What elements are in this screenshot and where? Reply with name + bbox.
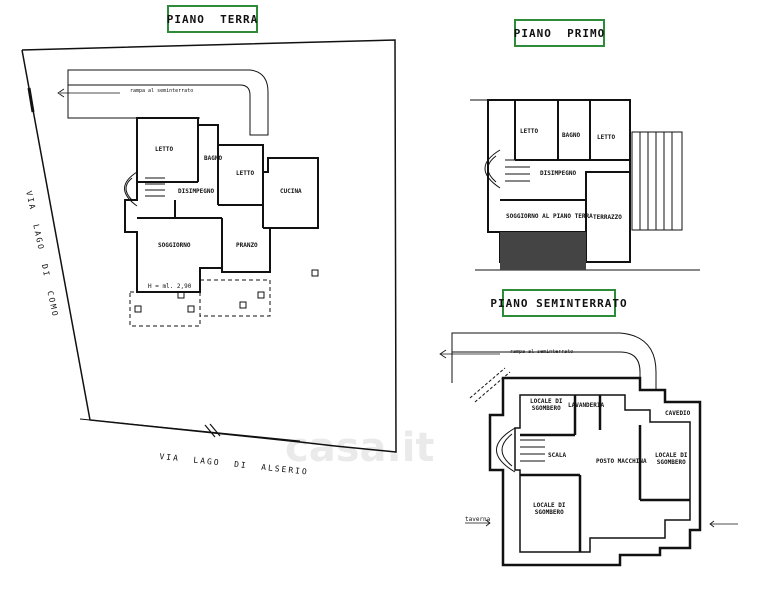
first-room-soggiorno: SOGGIORNO AL PIANO TERRA: [506, 213, 593, 220]
title-first-floor: PIANO PRIMO: [514, 19, 605, 47]
first-room-letto-1: LETTO: [520, 128, 539, 135]
basement-room-locale-3: LOCALE DI SGOMBERO: [533, 502, 566, 516]
first-floor-stair: [484, 149, 530, 189]
ground-room-cucina: CUCINA: [280, 188, 302, 195]
ground-room-letto-2: LETTO: [236, 170, 255, 177]
ground-ramp: [57, 69, 269, 136]
basement-room-scala: SCALA: [548, 452, 567, 459]
ground-height-note: H = ml. 2,90: [148, 283, 192, 290]
ground-room-bagno: BAGNO: [204, 155, 223, 162]
basement-room-posto-macchina: POSTO MACCHINA: [596, 458, 647, 465]
ground-terrace: [129, 279, 271, 327]
basement-stair: [496, 427, 545, 473]
ground-house: [124, 117, 319, 293]
first-room-letto-2: LETTO: [597, 134, 616, 141]
ground-room-disimpegno: DISIMPEGNO: [178, 188, 215, 195]
ground-stair: [124, 171, 165, 207]
ground-room-pranzo: PRANZO: [236, 242, 258, 249]
basement-room-lavanderia: LAVANDERIA: [568, 402, 605, 409]
basement-room-locale-2: LOCALE DI SGOMBERO: [655, 452, 688, 466]
first-room-disimpegno: DISIMPEGNO: [540, 170, 577, 177]
first-floor-roof: [631, 131, 683, 231]
basement-plan: [488, 376, 702, 567]
basement-arrows: [465, 519, 738, 528]
title-ground-floor: PIANO TERRA: [167, 5, 258, 33]
first-room-terrazzo: TERRAZZO: [593, 214, 622, 221]
first-floor-dark-band: [500, 232, 586, 270]
basement-ramp: [439, 332, 657, 403]
ground-small-squares: [134, 269, 319, 313]
watermark: casa.it: [285, 425, 435, 471]
ground-lot-boundary: [21, 39, 397, 453]
ground-room-letto-1: LETTO: [155, 146, 174, 153]
ground-ramp-label: rampa al seminterrato: [130, 88, 194, 94]
basement-ramp-label: rampa al seminterrato: [510, 349, 574, 355]
basement-room-locale-1: LOCALE DI SGOMBERO: [530, 398, 563, 412]
basement-cavedio-label: CAVEDIO: [665, 410, 691, 417]
title-basement: PIANO SEMINTERRATO: [490, 289, 627, 317]
basement-taverna-label: taverna: [465, 516, 491, 523]
ground-room-soggiorno: SOGGIORNO: [158, 242, 191, 249]
first-room-bagno: BAGNO: [562, 132, 581, 139]
